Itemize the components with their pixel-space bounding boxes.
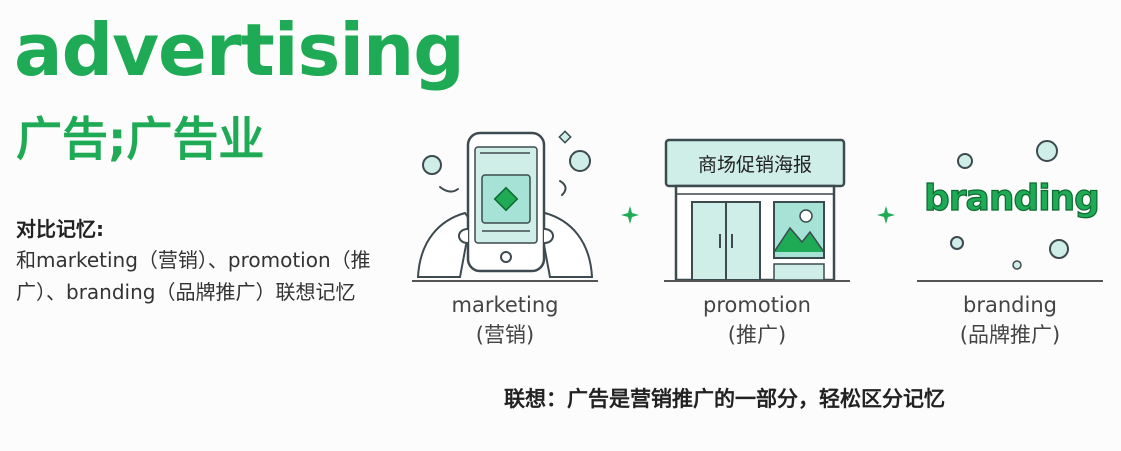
branding-icon: branding bbox=[923, 177, 1100, 219]
footer-note: 联想：广告是营销推广的一部分，轻松区分记忆 bbox=[504, 387, 945, 411]
phone-icon bbox=[416, 130, 594, 278]
plus-icon bbox=[877, 206, 895, 224]
chinese-meaning: 广告;广告业 bbox=[16, 112, 265, 166]
marketing-caption: marketing (营销) bbox=[410, 290, 600, 350]
compare-text: 和marketing（营销）、promotion（推广）、branding（品牌… bbox=[16, 248, 371, 304]
branding-caption-zh: (品牌推广) bbox=[959, 323, 1061, 347]
promotion-caption: promotion (推广) bbox=[662, 290, 852, 350]
promotion-sign-text: 商场促销海报 bbox=[698, 154, 812, 176]
branding-caption: branding (品牌推广) bbox=[915, 290, 1105, 350]
branding-bubbles bbox=[950, 140, 1069, 270]
promotion-baseline bbox=[664, 280, 850, 282]
storefront-icon: 商场促销海报 bbox=[664, 138, 846, 282]
marketing-caption-zh: (营销) bbox=[475, 323, 535, 347]
marketing-caption-en: marketing bbox=[451, 293, 559, 317]
plus-icon bbox=[621, 206, 639, 224]
compare-title: 对比记忆: bbox=[16, 217, 104, 241]
branding-baseline bbox=[917, 280, 1103, 282]
marketing-baseline bbox=[412, 280, 598, 282]
headword: advertising bbox=[14, 8, 465, 92]
promotion-caption-en: promotion bbox=[703, 293, 811, 317]
promotion-caption-zh: (推广) bbox=[727, 323, 787, 347]
branding-caption-en: branding bbox=[963, 293, 1057, 317]
